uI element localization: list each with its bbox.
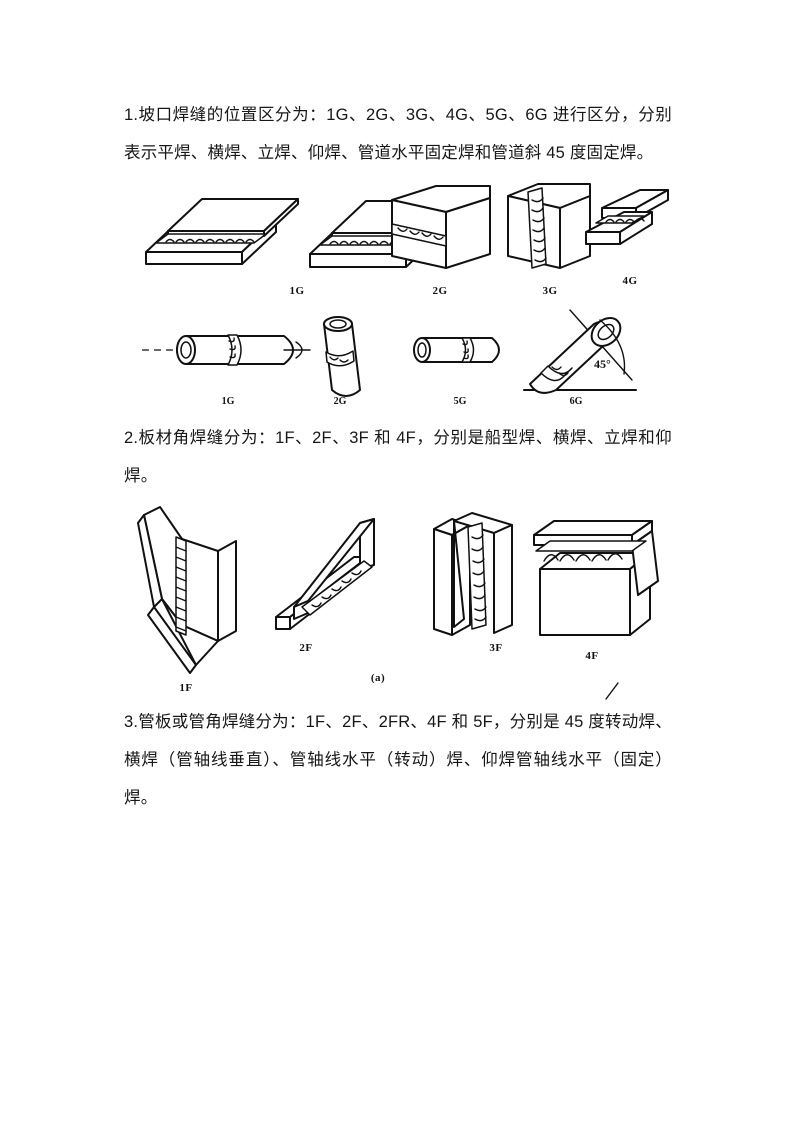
weld-bead-1f (175, 536, 187, 636)
figure-groove-pipe-positions: 1G 2G (124, 304, 672, 419)
figure-sub-label-a: (a) (371, 672, 385, 684)
figure-1g-plate-a (145, 198, 299, 265)
figure-caption-2g: 2G (432, 285, 447, 297)
figure-4f-overhead (533, 520, 659, 636)
figure-caption-1f: 1F (179, 682, 192, 694)
figure-fillet-plate-positions: 1F 2F (a) (124, 495, 672, 703)
figure-groove-pipe-svg: 1G 2G (142, 309, 637, 407)
figure-pipe-2g (323, 316, 361, 397)
figure-pipe-1g (142, 334, 311, 366)
weld-bead-4g (595, 215, 645, 224)
figure-fillet-plate-svg: 1F 2F (a) (137, 506, 659, 700)
figure-4g-plate (585, 189, 669, 245)
weld-bead-pipe-5g (461, 337, 475, 363)
weld-bead-2f (301, 560, 373, 616)
weld-bead-1g-a (155, 233, 267, 244)
figure-caption-pipe-2g: 2G (334, 396, 347, 407)
figure-caption-2f: 2F (299, 642, 312, 654)
figure-groove-plate-positions: 1G 2G (124, 172, 672, 304)
figure-pipe-6g: 45° (523, 309, 637, 394)
figure-pipe-5g (413, 337, 500, 363)
figure-3g-block (507, 183, 591, 269)
stray-pen-mark (605, 682, 619, 700)
figure-caption-4g: 4G (622, 275, 637, 287)
paragraph-fillet-plate-positions: 2.板材角焊缝分为：1F、2F、3F 和 4F，分别是船型焊、横焊、立焊和仰焊。 (124, 429, 672, 485)
figure-caption-3f: 3F (489, 642, 502, 654)
figure-caption-3g: 3G (542, 285, 557, 297)
figure-caption-pipe-6g: 6G (570, 396, 583, 407)
weld-bead-2g (391, 223, 447, 247)
angle-label-45: 45° (594, 357, 611, 371)
figure-3f-vertical (433, 512, 513, 636)
document-content: 1.坡口焊缝的位置区分为：1G、2G、3G、4G、5G、6G 进行区分，分别表示… (124, 96, 672, 817)
paragraph-groove-positions: 1.坡口焊缝的位置区分为：1G、2G、3G、4G、5G、6G 进行区分，分别表示… (124, 106, 672, 162)
figure-caption-pipe-1g: 1G (222, 396, 235, 407)
weld-bead-3f (467, 522, 487, 630)
weld-bead-pipe-1g (227, 334, 242, 366)
paragraph-pipe-fillet-positions: 3.管板或管角焊缝分为：1F、2F、2FR、4F 和 5F，分别是 45 度转动… (124, 713, 672, 807)
figure-caption-pipe-5g: 5G (454, 396, 467, 407)
weld-bead-4f (535, 540, 647, 562)
figure-caption-4f: 4F (585, 650, 598, 662)
figure-2f-horizontal (275, 518, 375, 630)
figure-caption-1g: 1G (289, 285, 304, 297)
weld-bead-pipe-2g (325, 350, 355, 367)
weld-bead-3g (527, 187, 547, 269)
weld-bead-pipe-6g (540, 365, 573, 382)
figure-2g-block (391, 185, 491, 269)
figure-1f-boat (137, 506, 237, 674)
figure-groove-plate-svg: 1G 2G (145, 183, 669, 297)
